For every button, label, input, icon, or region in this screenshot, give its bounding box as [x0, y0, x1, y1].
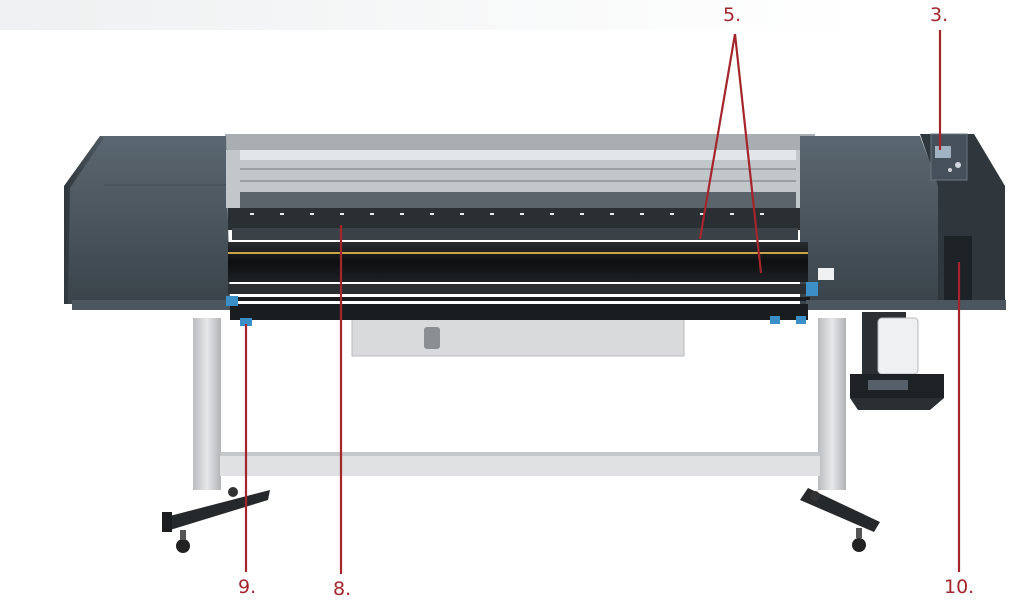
right-housing	[800, 136, 938, 304]
front-left-latch	[240, 318, 252, 326]
callout-5-label: 5.	[723, 4, 742, 26]
leader-5b	[733, 33, 763, 274]
media-roller	[228, 242, 808, 282]
left-latch	[226, 296, 238, 306]
lower-rail	[228, 284, 810, 294]
right-caster	[852, 538, 866, 552]
right-latch	[806, 282, 818, 296]
left-foot	[162, 490, 270, 530]
left-leg	[193, 318, 221, 490]
right-leg	[818, 318, 846, 490]
printer-stand	[162, 318, 880, 553]
printer-body	[64, 133, 1006, 326]
under-panel	[351, 317, 685, 357]
leader-5a	[698, 33, 737, 240]
callout-3-label: 3.	[930, 4, 949, 26]
callout-lines	[244, 30, 961, 574]
ink-container-assembly	[850, 312, 944, 410]
callout-9-label: 9.	[238, 576, 257, 598]
top-light-band	[0, 0, 860, 30]
carriage-rail	[228, 208, 800, 230]
left-housing	[64, 136, 230, 304]
callout-10-label: 10.	[944, 576, 975, 598]
control-display	[935, 146, 951, 158]
right-foot	[800, 488, 880, 532]
left-caster	[176, 539, 190, 553]
ink-bottle	[877, 317, 919, 375]
callout-8-label: 8.	[333, 578, 352, 600]
